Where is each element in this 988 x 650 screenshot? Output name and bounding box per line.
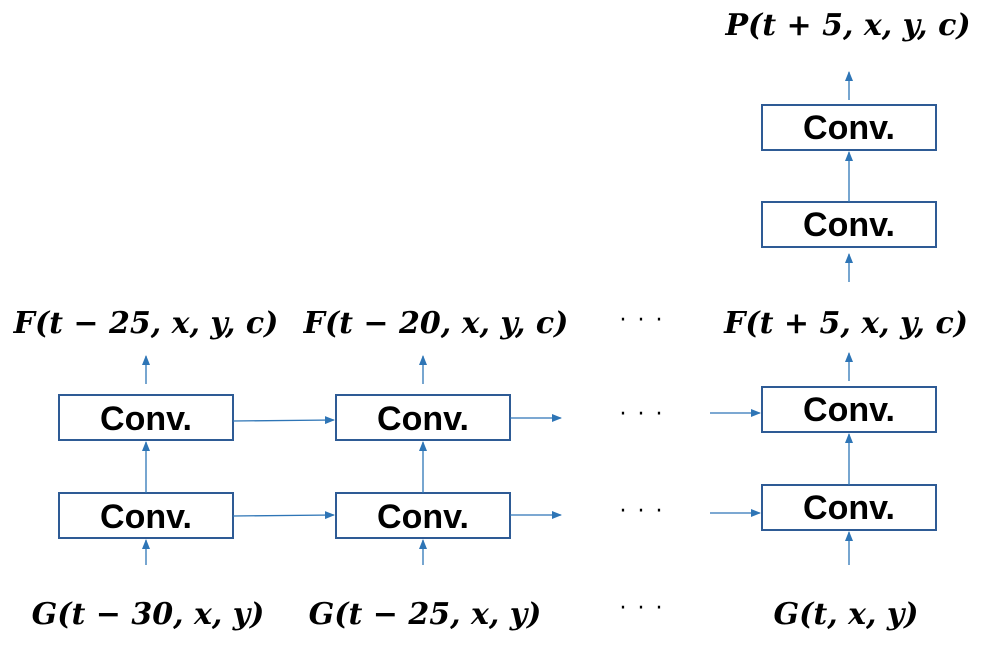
label-g-col1: G(t − 30, x, y) <box>32 597 265 632</box>
conv-box-label: Conv. <box>803 206 895 244</box>
conv-box-col3-top: Conv. <box>761 386 937 433</box>
label-g-col2: G(t − 25, x, y) <box>309 597 542 632</box>
ellipsis-g-row: · · · <box>620 596 665 621</box>
label-f-col3: F(t + 5, x, y, c) <box>723 306 968 341</box>
ellipsis-f-row: · · · <box>620 308 665 333</box>
ellipsis-conv-top-row: · · · <box>620 402 665 427</box>
arrow-col1-bottom-to-col2-bottom <box>232 511 335 520</box>
conv-box-label: Conv. <box>803 489 895 527</box>
arrow-col1-top-to-col2-top <box>232 416 335 425</box>
conv-box-col3-head-top: Conv. <box>761 104 937 151</box>
conv-box-label: Conv. <box>803 391 895 429</box>
label-f-col2: F(t − 20, x, y, c) <box>303 306 569 341</box>
label-output-p: P(t + 5, x, y, c) <box>724 8 970 43</box>
conv-box-col1-top: Conv. <box>58 394 234 441</box>
conv-box-label: Conv. <box>100 400 192 438</box>
conv-box-label: Conv. <box>803 109 895 147</box>
conv-box-label: Conv. <box>377 498 469 536</box>
conv-box-col2-bottom: Conv. <box>335 492 511 539</box>
conv-box-col3-head-bottom: Conv. <box>761 201 937 248</box>
conv-box-col3-bottom: Conv. <box>761 484 937 531</box>
label-g-col3: G(t, x, y) <box>774 597 919 632</box>
ellipsis-conv-bottom-row: · · · <box>620 499 665 524</box>
conv-box-label: Conv. <box>100 498 192 536</box>
conv-box-label: Conv. <box>377 400 469 438</box>
label-f-col1: F(t − 25, x, y, c) <box>13 306 279 341</box>
conv-box-col2-top: Conv. <box>335 394 511 441</box>
conv-box-col1-bottom: Conv. <box>58 492 234 539</box>
